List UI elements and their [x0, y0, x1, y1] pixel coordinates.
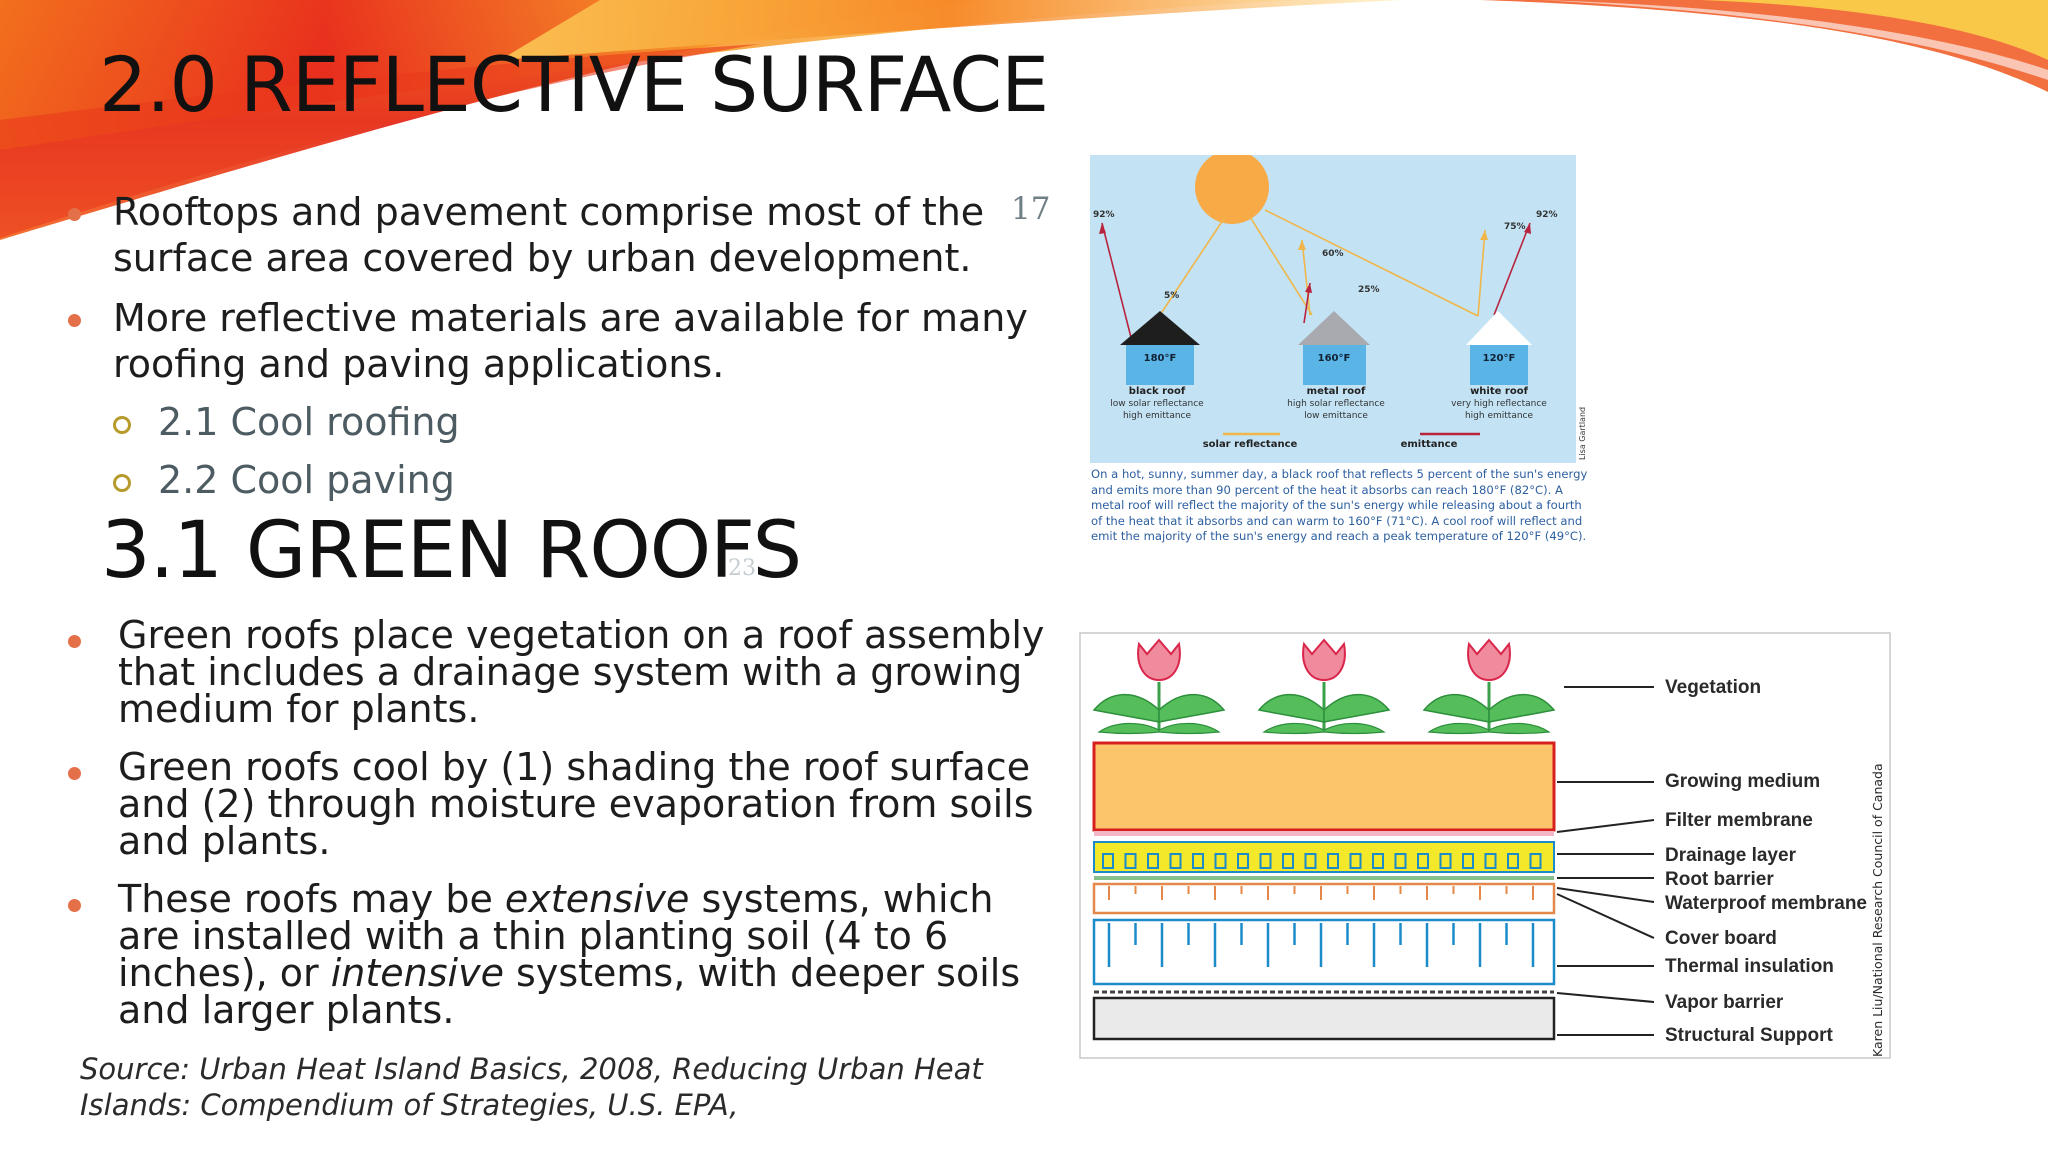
tulip-icon [1422, 638, 1556, 735]
sun-icon [1195, 155, 1269, 224]
filter-membrane-layer [1094, 831, 1554, 836]
bullet-dot-icon [68, 635, 81, 648]
bullet-list-reflective: Rooftops and pavement comprise most of t… [68, 189, 1048, 517]
percent-label: 25% [1358, 285, 1380, 295]
bullet-dot-icon [68, 767, 81, 780]
roof-temperature: 160°F [1318, 353, 1351, 364]
ring-bullet-icon [113, 474, 131, 492]
diagram-credit: Karen Liu/National Research Council of C… [1870, 763, 1885, 1057]
emphasis-text: extensive [504, 877, 690, 921]
legend-solar-label: solar reflectance [1203, 439, 1298, 450]
decorative-swoosh [0, 0, 2048, 240]
bullet-text: systems, with deeper soils and larger pl… [118, 951, 1021, 1032]
sub-bullet-text: 2.2 Cool paving [158, 458, 455, 502]
bullet-list-green-roofs: Green roofs place vegetation on a roof a… [68, 616, 1058, 1050]
vegetation-layer [1092, 638, 1556, 735]
cover-board-layer [1092, 882, 1556, 915]
layer-label-cover-board: Cover board [1665, 928, 1777, 949]
layer-label-thermal-insulation: Thermal insulation [1665, 956, 1834, 977]
roof-desc: high emittance [1123, 411, 1192, 421]
tulip-icon [1257, 638, 1391, 735]
thermal-insulation-layer [1092, 918, 1556, 986]
root-barrier-layer [1094, 876, 1554, 880]
roof-desc: very high reflectance [1451, 399, 1547, 409]
cool-roof-figure: 92% 5% 60% 25% 75% 92% 180°F 160°F 120°F… [1090, 155, 1586, 463]
sub-bullet-item: 2.1 Cool roofing [113, 399, 1048, 445]
bullet-dot-icon [68, 314, 81, 327]
tulip-icon [1092, 638, 1226, 735]
roof-desc: high emittance [1465, 411, 1534, 421]
bullet-dot-icon [68, 899, 81, 912]
bullet-item: Green roofs cool by (1) shading the roof… [68, 748, 1058, 860]
sub-bullet-item: 2.2 Cool paving [113, 457, 1048, 503]
percent-label: 60% [1322, 249, 1344, 259]
bullet-item: Green roofs place vegetation on a roof a… [68, 616, 1058, 728]
sub-bullet-list: 2.1 Cool roofing 2.2 Cool paving [113, 399, 1048, 503]
roof-name: black roof [1129, 386, 1186, 397]
roof-temperature: 120°F [1483, 353, 1516, 364]
page-number: 23 [728, 556, 756, 581]
roof-name: metal roof [1307, 386, 1366, 397]
layer-label-filter-membrane: Filter membrane [1665, 810, 1813, 831]
ring-bullet-icon [113, 416, 131, 434]
bullet-text: Green roofs place vegetation on a roof a… [118, 613, 1045, 731]
layer-label-root-barrier: Root barrier [1665, 869, 1774, 890]
cool-roof-caption: On a hot, sunny, summer day, a black roo… [1091, 467, 1588, 544]
roof-desc: low emittance [1304, 411, 1368, 421]
layer-label-waterproof-membrane: Waterproof membrane [1665, 893, 1867, 914]
bullet-item: Rooftops and pavement comprise most of t… [68, 189, 1048, 281]
slide-title-green-roofs: 3.1 GREEN ROOFS [101, 506, 802, 596]
bullet-text: More reflective materials are available … [113, 296, 1028, 386]
bullet-dot-icon [68, 208, 81, 221]
roof-desc: high solar reflectance [1287, 399, 1385, 409]
source-citation: Source: Urban Heat Island Basics, 2008, … [80, 1052, 983, 1122]
green-roof-diagram: Vegetation Growing medium Filter membran… [1079, 632, 1891, 1059]
insulation-ticks [1107, 923, 1535, 967]
percent-label: 92% [1536, 210, 1558, 220]
cover-board-ticks [1108, 886, 1534, 900]
roof-temperature: 180°F [1144, 353, 1177, 364]
house-white-roof: 120°F [1466, 311, 1532, 385]
structural-support-layer [1092, 996, 1556, 1041]
house-black-roof: 180°F [1120, 311, 1200, 385]
sub-bullet-text: 2.1 Cool roofing [158, 400, 460, 444]
growing-medium-layer [1092, 741, 1556, 832]
roof-desc: low solar reflectance [1110, 399, 1204, 409]
layer-label-structural-support: Structural Support [1665, 1025, 1834, 1046]
layer-label-vegetation: Vegetation [1665, 677, 1761, 698]
percent-label: 92% [1093, 210, 1115, 220]
bullet-text: Rooftops and pavement comprise most of t… [113, 190, 985, 280]
slide-title-reflective-surface: 2.0 REFLECTIVE SURFACE [99, 40, 1049, 129]
bullet-item: More reflective materials are available … [68, 295, 1048, 503]
bullet-item: These roofs may be extensive systems, wh… [68, 880, 1058, 1032]
legend-emittance-label: emittance [1401, 439, 1458, 450]
sky-background [1090, 155, 1576, 463]
bullet-text: Green roofs cool by (1) shading the roof… [118, 745, 1034, 863]
percent-label: 75% [1504, 222, 1526, 232]
emphasis-text: intensive [330, 951, 504, 995]
bullet-text: These roofs may be [118, 877, 505, 921]
layer-label-vapor-barrier: Vapor barrier [1665, 992, 1784, 1013]
roof-name: white roof [1470, 386, 1529, 397]
page-number: 17 [1011, 191, 1051, 227]
bullet-text: systems, which are installed with a thin… [118, 877, 994, 995]
drainage-cells [1102, 853, 1542, 869]
layer-label-drainage-layer: Drainage layer [1665, 845, 1797, 866]
layer-label-growing-medium: Growing medium [1665, 771, 1820, 792]
house-metal-roof: 160°F [1298, 311, 1370, 385]
figure-credit: Lisa Gartland [1578, 407, 1586, 460]
percent-label: 5% [1164, 291, 1179, 301]
